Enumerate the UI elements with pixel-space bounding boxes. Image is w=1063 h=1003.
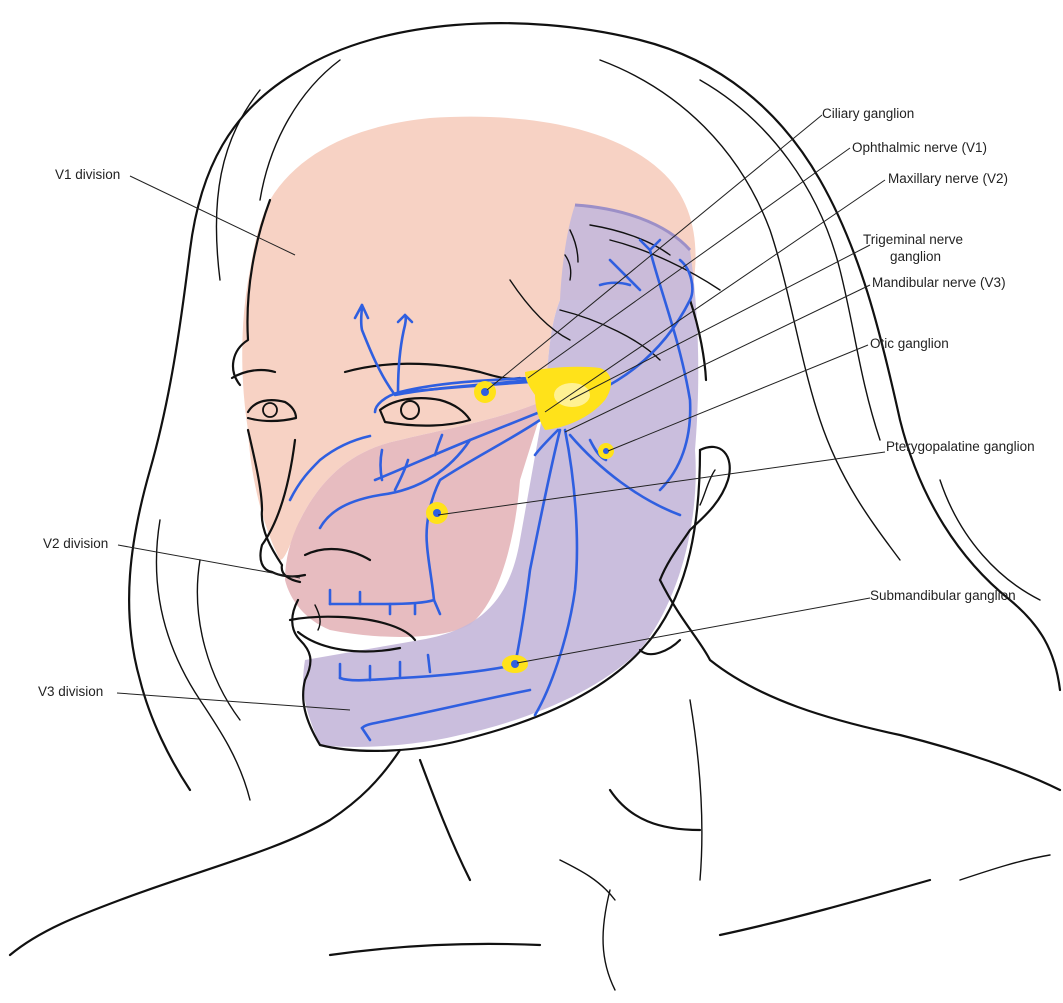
label-submandibular-ganglion: Submandibular ganglion	[870, 588, 1016, 603]
label-ophthalmic-nerve: Ophthalmic nerve (V1)	[852, 140, 987, 155]
label-v2-division: V2 division	[43, 536, 108, 551]
ciliary-ganglion-node	[474, 381, 496, 403]
label-v1-division: V1 division	[55, 167, 120, 182]
pterygopalatine-ganglion-node	[426, 502, 448, 524]
label-ciliary-ganglion: Ciliary ganglion	[822, 106, 914, 121]
label-mandibular-nerve: Mandibular nerve (V3)	[872, 275, 1006, 290]
label-maxillary-nerve: Maxillary nerve (V2)	[888, 171, 1008, 186]
label-pterygopalatine-ganglion: Pterygopalatine ganglion	[886, 439, 1035, 454]
label-otic-ganglion: Otic ganglion	[870, 336, 949, 351]
otic-ganglion-node	[598, 443, 614, 459]
submandibular-ganglion-node	[502, 655, 528, 673]
label-trigeminal-ganglion-line1: Trigeminal nerve	[863, 232, 963, 247]
label-v3-division: V3 division	[38, 684, 103, 699]
label-trigeminal-ganglion-line2: ganglion	[890, 249, 941, 264]
